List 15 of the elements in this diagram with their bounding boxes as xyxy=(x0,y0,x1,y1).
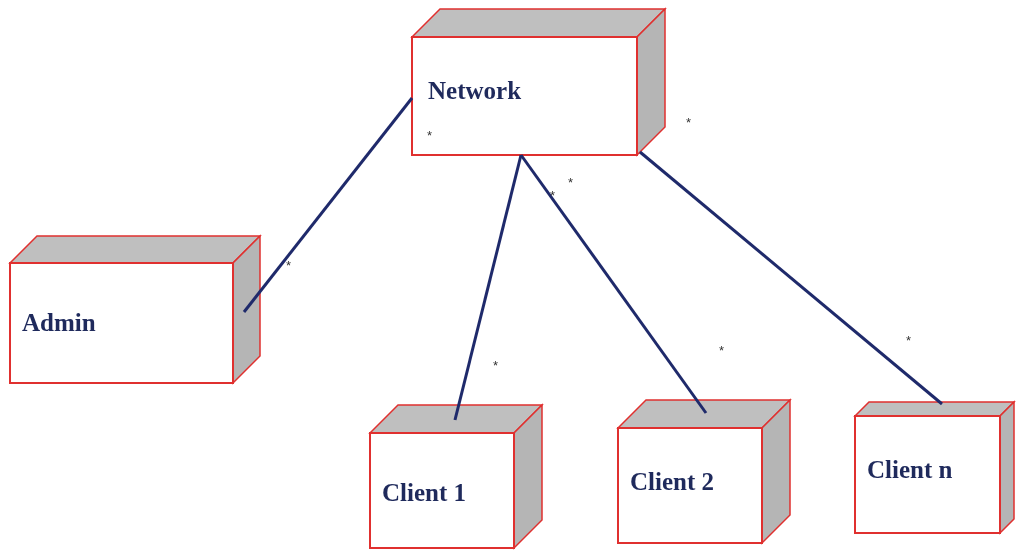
node-label: Client 2 xyxy=(630,468,715,496)
connector-line xyxy=(639,150,943,406)
multiplicity-label: * xyxy=(686,115,692,130)
multiplicity-label: * xyxy=(906,333,912,348)
node-label: Admin xyxy=(22,309,96,337)
multiplicity-label: * xyxy=(719,343,725,358)
node-label: Client 1 xyxy=(382,479,467,507)
multiplicity-label: * xyxy=(568,175,574,190)
multiplicity-label: * xyxy=(550,188,556,203)
node-label: Client n xyxy=(867,456,953,484)
multiplicity-label: * xyxy=(427,128,433,143)
connector-line xyxy=(242,97,414,313)
multiplicity-label: * xyxy=(493,358,499,373)
multiplicity-label: * xyxy=(286,258,292,273)
node-label: Network xyxy=(428,77,522,105)
